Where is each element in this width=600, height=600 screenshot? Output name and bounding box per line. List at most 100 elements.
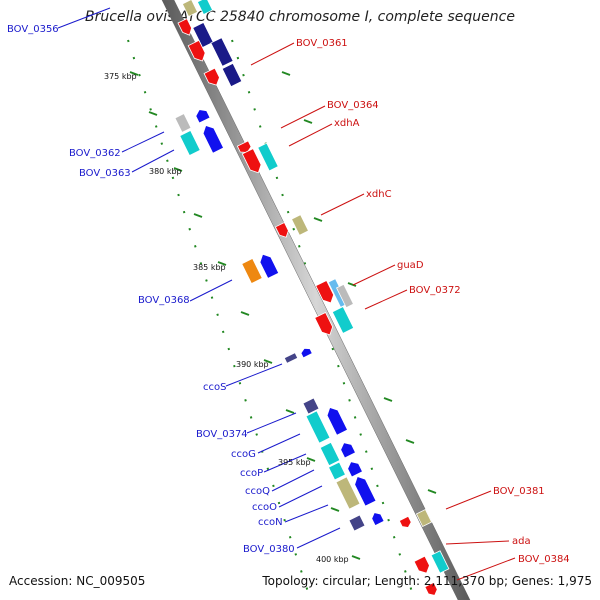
gene-shape[interactable] — [339, 440, 357, 459]
gene-label[interactable]: BOV_0356 — [7, 24, 59, 35]
gene-feature[interactable] — [335, 476, 361, 510]
gene-shape[interactable] — [241, 148, 263, 176]
gene-feature[interactable] — [241, 257, 263, 285]
gene-shape[interactable] — [424, 581, 439, 597]
gene-label[interactable]: guaD — [397, 260, 424, 271]
gene-label[interactable]: BOV_0384 — [518, 554, 570, 565]
gene-feature[interactable] — [203, 67, 222, 88]
gene-feature[interactable] — [424, 581, 439, 597]
gene-feature[interactable] — [179, 129, 201, 157]
gene-feature[interactable] — [283, 352, 299, 364]
gene-feature[interactable] — [346, 459, 364, 478]
gene-label[interactable]: BOV_0363 — [79, 168, 131, 179]
gene-shape[interactable] — [300, 346, 313, 359]
gene-feature[interactable] — [413, 555, 432, 576]
gene-label[interactable]: ccoP — [240, 468, 263, 479]
gene-feature[interactable] — [324, 405, 349, 436]
gene-shape[interactable] — [241, 257, 263, 285]
gene-feature[interactable] — [210, 37, 234, 67]
gene-shape[interactable] — [413, 555, 432, 576]
gene-shape[interactable] — [430, 550, 450, 574]
gene-shape[interactable] — [181, 0, 199, 18]
gene-label[interactable]: BOV_0364 — [327, 100, 379, 111]
gene-feature[interactable] — [181, 0, 199, 18]
gene-feature[interactable] — [194, 107, 211, 124]
gene-feature[interactable] — [319, 441, 341, 467]
gene-label[interactable]: BOV_0362 — [69, 148, 121, 159]
gene-feature[interactable] — [221, 62, 243, 88]
gene-shape[interactable] — [194, 107, 211, 124]
gene-shape[interactable] — [210, 37, 234, 67]
gene-feature[interactable] — [430, 550, 450, 574]
gene-feature[interactable] — [200, 123, 225, 154]
gene-shape[interactable] — [257, 142, 279, 172]
gene-shape[interactable] — [315, 279, 336, 305]
gene-feature[interactable] — [331, 306, 355, 334]
gene-shape[interactable] — [314, 311, 335, 337]
gene-shape[interactable] — [319, 441, 341, 467]
gene-feature[interactable] — [290, 214, 310, 236]
gene-label[interactable]: ada — [512, 536, 531, 547]
gene-label[interactable]: BOV_0361 — [296, 38, 348, 49]
gene-shape[interactable] — [305, 410, 331, 444]
gene-shape[interactable] — [290, 214, 310, 236]
gene-feature[interactable] — [302, 397, 320, 415]
gene-shape[interactable] — [398, 515, 412, 529]
gene-feature[interactable] — [327, 461, 347, 481]
gene-feature[interactable] — [339, 440, 357, 459]
gene-feature[interactable] — [177, 18, 194, 38]
gene-shape[interactable] — [327, 461, 347, 481]
gene-label[interactable]: ccoQ — [245, 486, 270, 497]
gene-shape[interactable] — [335, 476, 361, 510]
gene-feature[interactable] — [348, 514, 366, 532]
gene-feature[interactable] — [187, 39, 208, 63]
gene-shape[interactable] — [174, 113, 192, 133]
gene-label[interactable]: BOV_0380 — [243, 544, 295, 555]
gene-shape[interactable] — [177, 18, 194, 38]
gene-shape[interactable] — [236, 140, 252, 155]
gene-feature[interactable] — [336, 283, 354, 309]
gene-shape[interactable] — [179, 129, 201, 157]
gene-shape[interactable] — [196, 0, 214, 16]
gene-label[interactable]: xdhC — [366, 189, 392, 200]
gene-feature[interactable] — [196, 0, 214, 16]
gene-feature[interactable] — [415, 508, 433, 528]
gene-shape[interactable] — [324, 405, 349, 436]
gene-shape[interactable] — [203, 67, 222, 88]
gene-shape[interactable] — [346, 459, 364, 478]
gene-feature[interactable] — [274, 221, 290, 240]
gene-shape[interactable] — [302, 397, 320, 415]
gene-feature[interactable] — [241, 148, 263, 176]
gene-shape[interactable] — [370, 510, 385, 527]
gene-label[interactable]: BOV_0381 — [493, 486, 545, 497]
gene-label[interactable]: xdhA — [334, 118, 360, 129]
gene-feature[interactable] — [300, 346, 313, 359]
gene-shape[interactable] — [200, 123, 225, 154]
gene-shape[interactable] — [336, 283, 354, 309]
gene-shape[interactable] — [187, 39, 208, 63]
gene-shape[interactable] — [352, 474, 377, 507]
gene-feature[interactable] — [257, 142, 279, 172]
gene-shape[interactable] — [274, 221, 290, 240]
gene-feature[interactable] — [236, 140, 252, 155]
gene-feature[interactable] — [370, 510, 385, 527]
gene-label[interactable]: BOV_0372 — [409, 285, 461, 296]
gene-feature[interactable] — [352, 474, 377, 507]
gene-label[interactable]: ccoO — [252, 502, 277, 513]
gene-label[interactable]: BOV_0368 — [138, 295, 190, 306]
gene-feature[interactable] — [314, 311, 335, 337]
gene-feature[interactable] — [174, 113, 192, 133]
gene-label[interactable]: ccoG — [231, 449, 256, 460]
gene-feature[interactable] — [257, 252, 280, 279]
gene-shape[interactable] — [331, 306, 355, 334]
gene-label[interactable]: ccoN — [258, 517, 283, 528]
gene-label[interactable]: BOV_0374 — [196, 429, 248, 440]
gene-shape[interactable] — [257, 252, 280, 279]
gene-feature[interactable] — [398, 515, 412, 529]
gene-shape[interactable] — [415, 508, 433, 528]
gene-feature[interactable] — [315, 279, 336, 305]
gene-shape[interactable] — [221, 62, 243, 88]
gene-feature[interactable] — [305, 410, 331, 444]
gene-shape[interactable] — [348, 514, 366, 532]
gene-shape[interactable] — [283, 352, 299, 364]
